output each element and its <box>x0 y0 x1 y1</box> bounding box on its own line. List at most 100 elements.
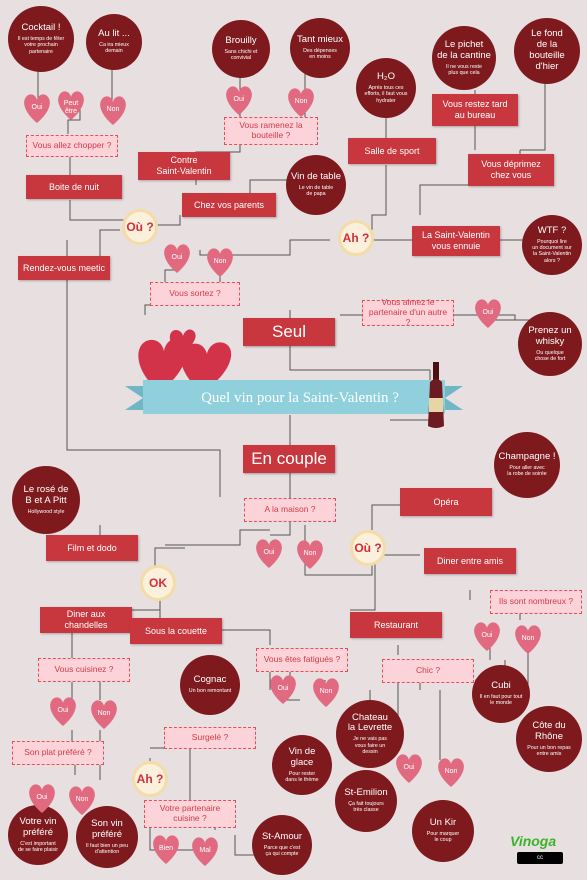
restaurant-box: Restaurant <box>350 612 442 638</box>
opera-box: Opéra <box>400 488 492 516</box>
wtf-note: Pourquoi lire un document sur la Saint-V… <box>532 238 572 264</box>
emilion-circle: St-Emilion Ça fait toujours très classe <box>335 770 397 832</box>
heart-oui-icon: Oui <box>48 695 78 727</box>
vinoga-logo: Vinoga <box>510 833 557 849</box>
seul-box: Seul <box>243 318 335 346</box>
fatigues-question: Vous êtes fatigués ? <box>256 648 348 672</box>
heart-label: Oui <box>171 253 183 261</box>
aulit-title: Au lit ... <box>98 28 130 40</box>
chateau-title: Chateau la Levrette <box>347 711 393 734</box>
h2o-title: H₂O <box>377 71 395 83</box>
partenaire-question: Vous aimez le partenaire d'un autre ? <box>362 297 454 327</box>
heart-oui-icon: Oui <box>394 752 424 784</box>
heart-non-icon: Non <box>286 86 316 118</box>
heart-label: Oui <box>403 763 415 771</box>
aulit-note: Ca ira mieux demain <box>99 42 129 55</box>
heart-label: Non <box>521 634 535 642</box>
heart-non-icon: Non <box>89 698 119 730</box>
cote-title: Côte du Rhône <box>532 719 566 742</box>
unkir-note: Pour marquer le coup <box>426 831 460 844</box>
plat-question: Son plat préféré ? <box>12 741 104 765</box>
deprimez-box: Vous déprimez chez vous <box>468 154 554 186</box>
sortez-question: Vous sortez ? <box>150 282 240 306</box>
heart-label: Non <box>97 709 111 717</box>
amour-note: Parce que c'est ça qui compte <box>263 845 301 858</box>
hearts-decoration-icon <box>138 329 232 392</box>
amour-title: St-Amour <box>261 831 303 843</box>
whisky-title: Prenez un whisky <box>528 324 572 347</box>
tantmieux-title: Tant mieux <box>297 34 343 46</box>
champagne-circle: Champagne ! Pour aller avec la robe de so… <box>494 432 560 498</box>
cocktail-note: Il est temps de fêter votre prochain par… <box>17 35 65 55</box>
main-title: Quel vin pour la Saint-Valentin ? <box>201 390 399 406</box>
tard-box: Vous restez tard au bureau <box>432 94 518 126</box>
ou-node-bottom: Où ? <box>350 530 386 566</box>
chateau-note: Je ne vais pas vous faire un dessin <box>353 736 387 756</box>
pichet-note: Il ne vous reste plus que cela <box>446 63 482 76</box>
chandelles-box: Diner aux chandelles <box>40 607 132 633</box>
cuisinez-question: Vous cuisinez ? <box>38 658 130 682</box>
votrevin-note: C'est important de se faire plaisir <box>17 840 59 853</box>
champagne-title: Champagne ! <box>498 451 556 463</box>
couette-box: Sous la couette <box>130 618 222 644</box>
whisky-circle: Prenez un whisky Ou quelque chose de fort <box>518 312 582 376</box>
glace-title: Vin de glace <box>288 745 316 768</box>
parents-box: Chez vos parents <box>182 193 276 217</box>
cuisine-question: Votre partenaire cuisine ? <box>144 800 236 828</box>
heart-non-icon: Non <box>295 538 325 570</box>
pichet-circle: Le pichet de la cantine Il ne vous reste … <box>432 26 496 90</box>
boite-box: Boite de nuit <box>26 175 122 199</box>
fond-title: Le fond de la bouteille d'hier <box>529 28 565 72</box>
cognac-note: Un bon remontant <box>188 688 232 695</box>
heart-non-icon: Non <box>67 784 97 816</box>
diner-amis-box: Diner entre amis <box>424 548 516 574</box>
brouilly-title: Brouilly <box>225 35 257 47</box>
heart-label: Oui <box>482 308 494 316</box>
sport-box: Salle de sport <box>348 138 436 164</box>
heart-label: Oui <box>36 793 48 801</box>
rose-note: Hollywood style <box>27 508 65 515</box>
whisky-note: Ou quelque chose de fort <box>534 349 566 362</box>
heart-oui-icon: Oui <box>473 297 503 329</box>
heart-label: Non <box>213 257 227 265</box>
chic-question: Chic ? <box>382 659 474 683</box>
heart-oui-icon: Oui <box>22 92 52 124</box>
heart-non-icon: Non <box>311 676 341 708</box>
heart-label: Non <box>75 795 89 803</box>
heart-non-icon: Non <box>436 756 466 788</box>
wtf-title: WTF ? <box>537 224 567 236</box>
cote-note: Pour un bon repas entre amis <box>527 744 571 757</box>
wine-bottle-icon <box>428 362 444 428</box>
pichet-title: Le pichet de la cantine <box>437 38 491 61</box>
fond-circle: Le fond de la bouteille d'hier <box>514 18 580 84</box>
rose-title: Le rosé de B et A Pitt <box>23 483 69 506</box>
ah-node-bottom: Ah ? <box>132 761 168 797</box>
heart-non-icon: Non <box>98 94 128 126</box>
h2o-note: Après tous ces efforts, il faut vous hyd… <box>364 84 408 104</box>
aulit-circle: Au lit ... Ca ira mieux demain <box>86 14 142 70</box>
heart-label: Non <box>444 767 458 775</box>
emilion-title: St-Emilion <box>344 787 388 799</box>
cocktail-circle: Cocktail !Il est temps de fêter votre pr… <box>8 6 74 72</box>
heart-label: Non <box>106 105 120 113</box>
heart-label: Oui <box>263 548 275 556</box>
heart-label: Oui <box>57 706 69 714</box>
heart-label: Oui <box>233 95 245 103</box>
champagne-note: Pour aller avec la robe de soirée <box>507 465 547 478</box>
cc-license-badge: cc <box>517 852 563 864</box>
emilion-note: Ça fait toujours très classe <box>348 801 384 814</box>
heart-label: Mal <box>199 846 211 854</box>
contre-box: Contre Saint-Valentin <box>138 152 230 180</box>
ah-node-top: Ah ? <box>338 220 374 256</box>
heart-oui-icon: Oui <box>472 620 502 652</box>
bouteille-question: Vous ramenez la bouteille ? <box>224 117 318 145</box>
